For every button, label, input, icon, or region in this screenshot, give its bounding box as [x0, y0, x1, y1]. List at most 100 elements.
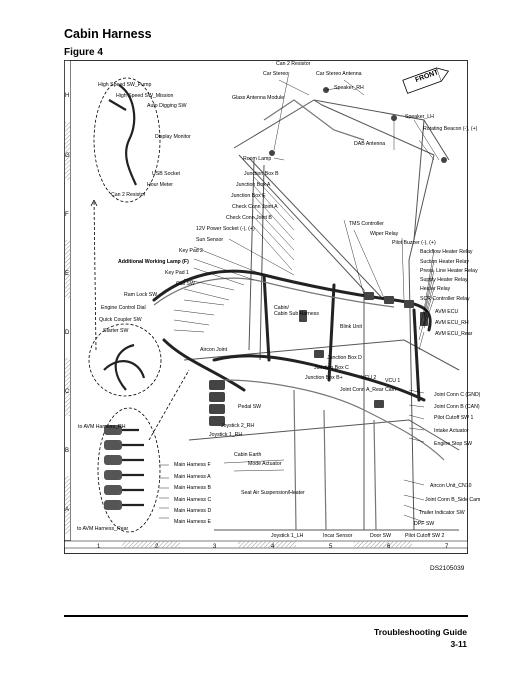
- label-car-stereo: Car Stereo: [263, 71, 289, 77]
- label-high-speed-sw-mission: High Speed SW_Mission: [116, 93, 174, 99]
- figure-label: Figure 4: [64, 47, 103, 58]
- zone-col-3: 3: [213, 544, 217, 550]
- zone-col-5: 5: [329, 544, 333, 550]
- label-check-conn-joint-b: Check Conn Joint B: [226, 215, 272, 221]
- zone-row-f: F: [65, 212, 69, 218]
- label-dab-antenna: DAB Antenna: [354, 141, 386, 147]
- label-joint-conn-a-rear-cam: Joint Conn A_Rear Cam: [340, 387, 396, 393]
- label-avm-ecu: AVM ECU: [435, 309, 459, 315]
- zone-row-e: E: [65, 271, 70, 277]
- zone-row-b: B: [65, 448, 70, 454]
- label-additional-working-lamp: Additional Working Lamp (F): [118, 259, 189, 265]
- label-sun-sensor: Sun Sensor: [196, 237, 224, 243]
- label-key-pad-1: Key Pad 1: [165, 270, 189, 276]
- label-junction-box-d: Junction Box D: [327, 355, 362, 361]
- label-joystick-1-lh: Joystick 1_LH: [271, 533, 304, 539]
- label-cabin-sub-harness: Cabin/ Cabin Sub Harness: [274, 305, 319, 317]
- label-junction-box-a: Junction Box A: [236, 182, 271, 188]
- label-supply-heater-relay: Supply Heater Relay: [420, 277, 468, 283]
- label-door-sw: Door SW: [370, 533, 392, 539]
- footer-title: Troubleshooting Guide: [373, 627, 467, 637]
- label-aircon-joint: Aircon Joint: [200, 347, 228, 353]
- label-junction-box-e: Junction Box E: [231, 193, 266, 199]
- zone-col-1: 1: [97, 544, 101, 550]
- label-main-harness-a: Main Harness A: [174, 474, 211, 480]
- wiring-diagram: [64, 60, 468, 554]
- zone-row-h: H: [65, 93, 70, 99]
- document-id: DS2105039: [430, 565, 465, 572]
- label-engine-stop-sw: Engine Stop SW: [434, 441, 473, 447]
- label-joint-conn-b-side-cam: Joint Conn B_Side Cam: [425, 497, 481, 503]
- label-heater-relay: Heater Relay: [420, 286, 451, 292]
- label-scr-controller-relay: SCR Controller Relay: [420, 296, 470, 302]
- label-can2-resistor-left: Can 2 Resistor: [111, 192, 146, 198]
- footer-rule: [64, 615, 468, 617]
- label-avm-ecu-rear: AVM ECU_Rear: [435, 331, 473, 337]
- label-check-conn-joint-a: Check Conn Joint A: [232, 204, 278, 210]
- zone-row-g: G: [65, 153, 70, 159]
- label-engine-control-dial: Engine Control Dial: [101, 305, 146, 311]
- label-main-harness-d: Main Harness D: [174, 508, 212, 514]
- label-pilot-cutoff-sw2: Pilot Cutoff SW 2: [405, 533, 445, 539]
- label-joystick-1-rh: Joystick 1_RH: [209, 432, 243, 438]
- label-main-harness-f: Main Harness F: [174, 462, 211, 468]
- label-blink-unit: Blink Unit: [340, 324, 362, 330]
- label-starter-sw: Starter SW: [103, 328, 129, 334]
- label-joint-conn-c-gnd: Joint Conn C (GND): [434, 392, 481, 398]
- label-vcu1: VCU 1: [385, 378, 401, 384]
- label-pedal-sw: Pedal SW: [238, 404, 262, 410]
- zone-col-2: 2: [155, 544, 159, 550]
- label-speaker-lh: Speaker_LH: [405, 114, 434, 120]
- label-vcu2: VCU 2: [361, 375, 377, 381]
- label-joint-conn-b-can: Joint Conn B (CAN): [434, 404, 480, 410]
- label-intake-actuator: Intake Actuator: [434, 428, 469, 434]
- label-joystick-2-rh: Joystick 2_RH: [221, 423, 255, 429]
- zone-row-c: C: [65, 389, 70, 395]
- label-high-speed-sw-pump: High Speed SW_Pump: [98, 82, 152, 88]
- label-glass-antenna-module: Glass Antenna Module: [232, 95, 285, 101]
- label-junction-box-b: Junction Box B: [244, 171, 279, 177]
- zone-col-6: 6: [387, 544, 391, 550]
- label-trailer-indicator-sw: Trailer Indicator SW: [419, 510, 465, 516]
- zone-row-a: A: [65, 507, 70, 513]
- label-main-harness-e: Main Harness E: [174, 519, 211, 525]
- label-car-stereo-antenna: Car Stereo Antenna: [316, 71, 362, 77]
- label-to-avm-harness-rh: to AVM Harness_RH: [78, 424, 126, 430]
- zone-row-d: D: [65, 330, 70, 336]
- label-incar-sensor: Incar Sensor: [323, 533, 353, 539]
- label-junction-box-bplus: Junction Box B+: [305, 375, 343, 381]
- label-pilot-buzzer: Pilot Buzzer (-), (+): [392, 240, 436, 246]
- label-mode-actuator: Mode Actuator: [248, 461, 282, 467]
- label-avm-ecu-rh: AVM ECU_RH: [435, 320, 469, 326]
- label-to-avm-harness-rear: to AVM Harness_Rear: [77, 526, 129, 532]
- page-title: Cabin Harness: [64, 27, 152, 41]
- label-usb-socket: USB Socket: [152, 171, 180, 177]
- label-speaker-rh: Speaker_RH: [334, 85, 364, 91]
- label-rotating-beacon: Rotating Beacon (-), (+): [423, 126, 478, 132]
- label-quick-coupler-sw: Quick Coupler SW: [99, 317, 142, 323]
- label-junction-box-c: Junction Box C: [314, 365, 349, 371]
- label-main-harness-b: Main Harness B: [174, 485, 211, 491]
- label-main-harness-c: Main Harness C: [174, 497, 212, 503]
- label-seat-air-suspension-heater: Seat Air Suspension/Heater: [241, 490, 305, 496]
- zone-col-7: 7: [445, 544, 449, 550]
- label-wiper-relay: Wiper Relay: [370, 231, 399, 237]
- label-suction-heater-relay: Suction Heater Relay: [420, 259, 470, 265]
- label-call-sw: Call SW: [176, 281, 195, 287]
- label-12v-power-socket: 12V Power Socket (-), (+): [196, 226, 255, 232]
- label-room-lamp: Room Lamp: [243, 156, 272, 162]
- label-aircon-unit-cn10: Aircon Unit_CN10: [430, 483, 472, 489]
- label-can2-resistor-top: Can 2 Resistor: [276, 61, 311, 67]
- label-display-monitor: Display Monitor: [155, 134, 191, 140]
- label-dpf-sw: DPF SW: [414, 521, 435, 527]
- label-auto-digging-sw: Auto Digging SW: [147, 103, 187, 109]
- page-number: 3-11: [450, 639, 467, 649]
- label-press-line-heater-relay: Press. Line Heater Relay: [420, 268, 478, 274]
- label-key-pad-2: Key Pad 2: [179, 248, 203, 254]
- label-backflow-heater-relay: Backflow Heater Relay: [420, 249, 473, 255]
- label-ram-lock-sw: Ram Lock SW: [124, 292, 158, 298]
- label-cabin-earth: Cabin Earth: [234, 452, 262, 458]
- label-hour-meter: Hour Meter: [147, 182, 173, 188]
- zone-col-4: 4: [271, 544, 275, 550]
- label-tms-controller: TMS Controller: [349, 221, 384, 227]
